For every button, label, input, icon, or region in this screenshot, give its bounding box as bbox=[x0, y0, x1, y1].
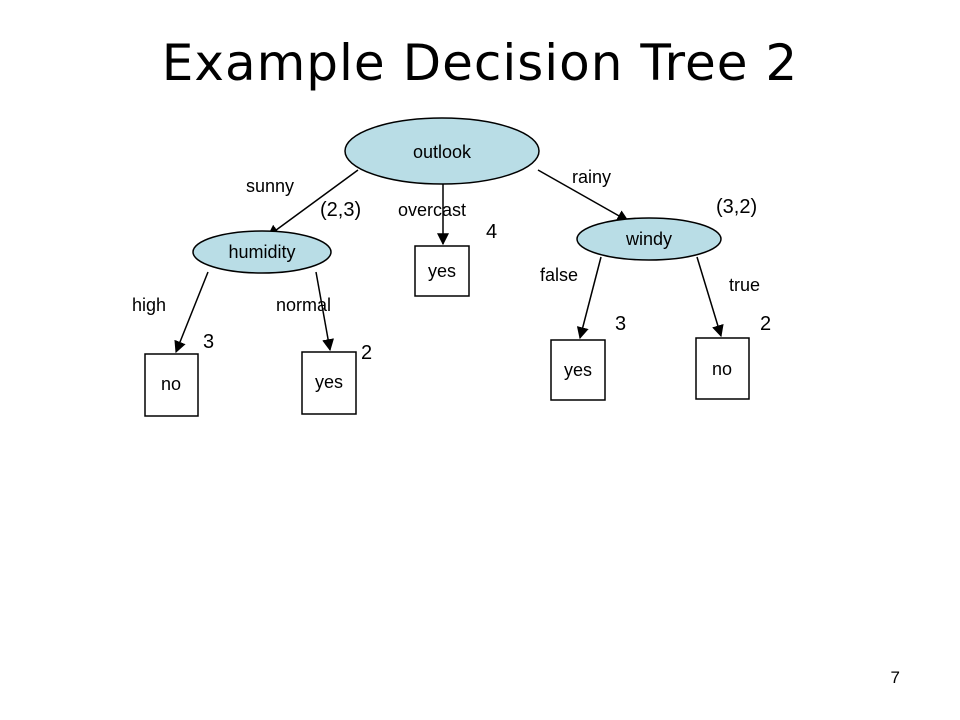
edge-windy-true bbox=[696, 256, 724, 338]
edge-outlook-humidity bbox=[267, 169, 359, 237]
edge-humidity-high bbox=[174, 271, 209, 354]
leaf-high-label: no bbox=[161, 374, 181, 394]
edge-humidity-normal bbox=[315, 271, 334, 352]
count-label-overcast: 4 bbox=[486, 221, 497, 243]
edge-label-overcast: overcast bbox=[398, 200, 466, 220]
edge-label-rainy: rainy bbox=[572, 167, 611, 187]
node-humidity: humidity bbox=[192, 230, 332, 274]
count-label-true: 2 bbox=[760, 313, 771, 335]
node-windy: windy bbox=[576, 217, 722, 261]
edge-windy-false bbox=[576, 256, 602, 340]
node-outlook-label: outlook bbox=[413, 142, 472, 162]
edge-label-normal: normal bbox=[276, 295, 331, 315]
edge-label-true: true bbox=[729, 275, 760, 295]
leaf-true-no: no bbox=[695, 337, 750, 400]
leaf-false-label: yes bbox=[564, 360, 592, 380]
node-outlook: outlook bbox=[344, 117, 540, 185]
count-label-sunny: (2,3) bbox=[320, 199, 361, 221]
leaf-normal-yes: yes bbox=[301, 351, 357, 415]
leaf-high-no: no bbox=[144, 353, 199, 417]
leaf-overcast-label: yes bbox=[428, 261, 456, 281]
edge-outlook-windy bbox=[537, 169, 630, 222]
count-label-normal: 2 bbox=[361, 342, 372, 364]
leaf-true-label: no bbox=[712, 359, 732, 379]
count-label-false: 3 bbox=[615, 313, 626, 335]
node-humidity-label: humidity bbox=[228, 242, 295, 262]
edge-label-sunny: sunny bbox=[246, 176, 294, 196]
page-number: 7 bbox=[890, 668, 900, 687]
count-label-rainy: (3,2) bbox=[716, 196, 757, 218]
edge-label-high: high bbox=[132, 295, 166, 315]
node-windy-label: windy bbox=[625, 229, 672, 249]
count-label-high: 3 bbox=[203, 331, 214, 353]
edge-label-false: false bbox=[540, 265, 578, 285]
leaf-normal-label: yes bbox=[315, 372, 343, 392]
slide-title: Example Decision Tree 2 bbox=[161, 34, 799, 92]
leaf-overcast-yes: yes bbox=[414, 245, 470, 297]
leaf-false-yes: yes bbox=[550, 339, 606, 401]
